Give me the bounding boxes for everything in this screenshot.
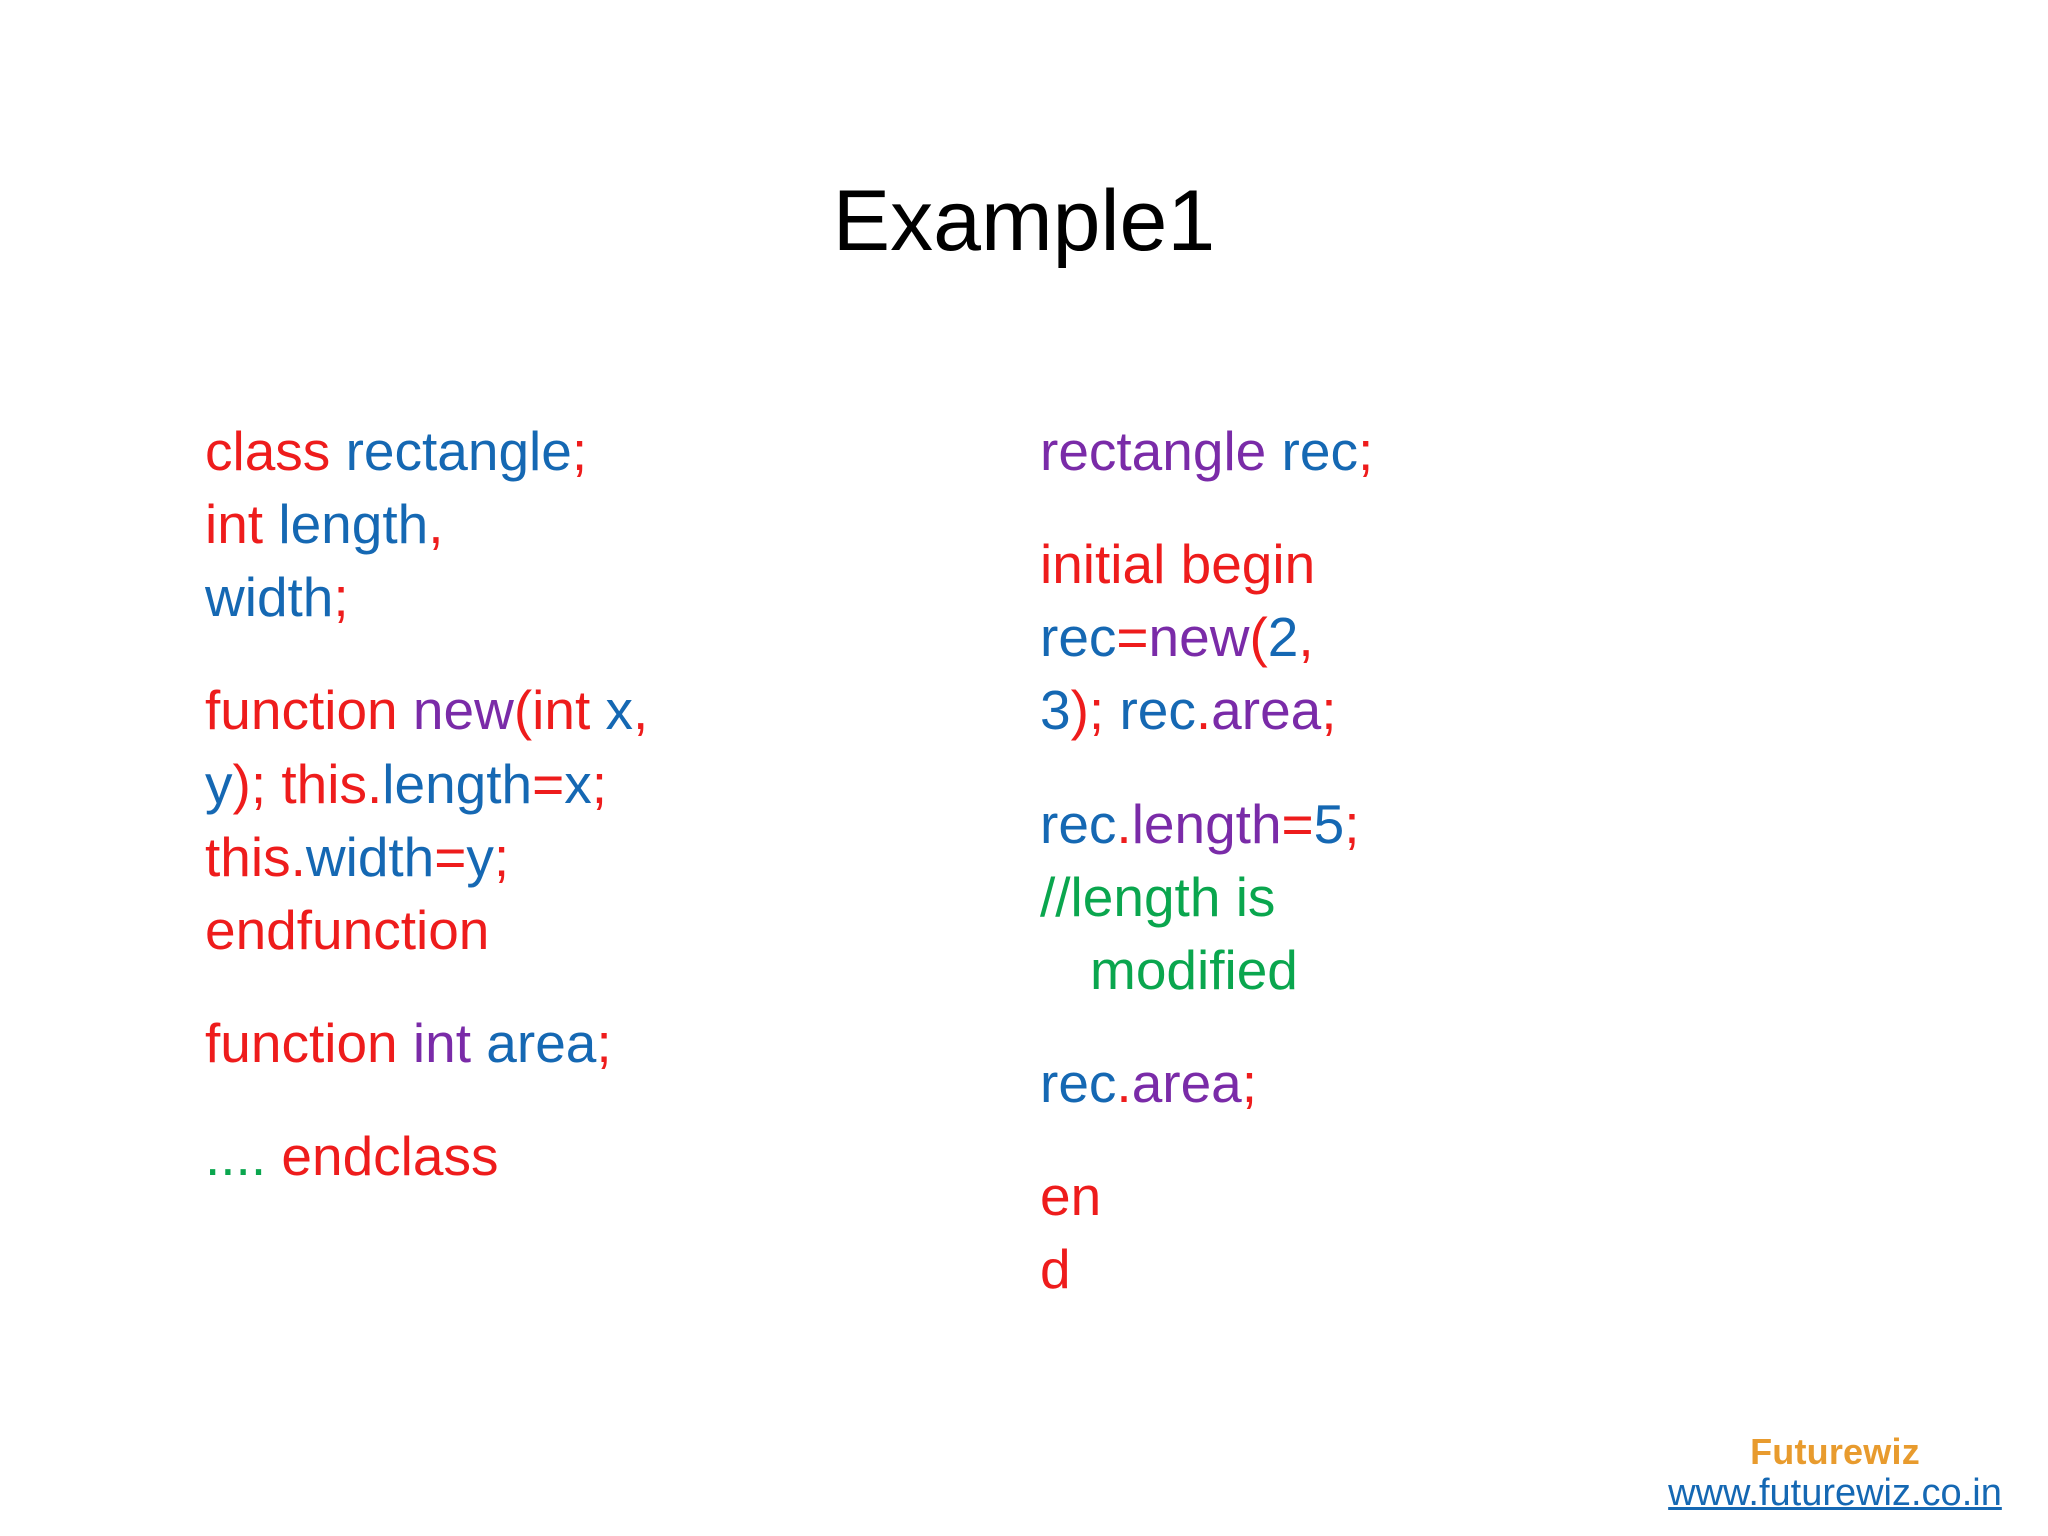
code-token: function [205, 1011, 413, 1074]
code-line: rec=new(2, [1040, 601, 1740, 674]
code-token: . [1195, 679, 1212, 742]
code-line: rec.area; [1040, 1047, 1740, 1120]
code-token: .... [205, 1125, 267, 1188]
code-token: function [205, 679, 413, 742]
code-line: en [1040, 1160, 1740, 1233]
code-token: d [1040, 1238, 1071, 1301]
code-token: ; [571, 420, 588, 482]
code-token: 5 [1313, 792, 1345, 855]
code-line: this.width=y; [205, 821, 925, 894]
code-token: y [205, 752, 233, 815]
code-token: . [1116, 1051, 1132, 1114]
code-token: area [1131, 1051, 1242, 1114]
code-token: ; [1241, 1051, 1258, 1114]
code-token: rectangle [1040, 420, 1282, 482]
code-line: .... endclass [205, 1120, 925, 1193]
code-line: initial begin [1040, 528, 1740, 601]
code-token: rectangle [345, 420, 572, 482]
code-token: new [1148, 606, 1250, 669]
code-token: ; [1344, 792, 1360, 855]
code-token: ; [493, 825, 510, 888]
code-token: ); [232, 752, 282, 815]
code-token: , [1298, 606, 1314, 669]
code-token: (int [513, 679, 606, 742]
code-token: new [412, 679, 514, 742]
code-token: , [633, 679, 649, 742]
code-line: function new(int x, [205, 674, 925, 747]
code-token: width [205, 566, 334, 629]
code-token: //length is [1040, 865, 1276, 928]
code-token: ; [1357, 420, 1374, 482]
code-token: area [1211, 679, 1322, 742]
code-token: 3 [1040, 679, 1071, 742]
code-line: width; [205, 561, 925, 634]
code-token: x [564, 752, 592, 815]
code-token: length [382, 752, 533, 815]
code-token: rec [1040, 1051, 1117, 1114]
code-token: class [205, 420, 346, 482]
code-line: int length, [205, 488, 925, 561]
code-token: width [305, 825, 435, 888]
code-token: rec [1119, 679, 1196, 742]
code-token: ; [1321, 679, 1337, 742]
code-token: endclass [266, 1125, 499, 1188]
brand-url-link[interactable]: www.futurewiz.co.in [1668, 1472, 2002, 1515]
code-token: x [605, 679, 634, 742]
code-token: length [1131, 792, 1282, 855]
code-line: class rectangle; [205, 415, 925, 488]
brand-name: Futurewiz [1750, 1431, 1920, 1472]
code-token: this. [281, 752, 383, 815]
code-token: area [486, 1011, 597, 1074]
footer-branding: Futurewiz www.futurewiz.co.in [1622, 1431, 2048, 1515]
code-token: ; [591, 752, 608, 815]
code-token: ); [1070, 679, 1120, 742]
code-line: endfunction [205, 894, 925, 967]
code-token: . [1116, 792, 1132, 855]
code-token: rec [1040, 606, 1117, 669]
code-line: rec.length=5; [1040, 788, 1740, 861]
code-token: length [278, 493, 429, 556]
code-token: ; [596, 1011, 612, 1074]
code-line: 3); rec.area; [1040, 674, 1740, 747]
code-line: //length is [1040, 861, 1740, 934]
code-token: = [434, 825, 467, 888]
code-token: rec [1281, 420, 1358, 482]
code-block-class-definition: class rectangle;int length,width;functio… [205, 415, 925, 1193]
code-token: rec [1040, 792, 1117, 855]
code-line: d [1040, 1233, 1740, 1306]
code-token: int [412, 1011, 487, 1074]
code-token: ; [333, 566, 349, 629]
code-token: this. [205, 825, 306, 888]
code-token: = [1116, 606, 1149, 669]
code-token: ( [1249, 606, 1268, 669]
code-token: = [1281, 792, 1314, 855]
code-token: initial begin [1040, 533, 1316, 596]
code-token: int [205, 493, 279, 556]
code-line: y); this.length=x; [205, 748, 925, 821]
code-token: endfunction [205, 898, 490, 961]
code-token: = [532, 752, 565, 815]
code-token: , [428, 493, 444, 556]
code-line: function int area; [205, 1007, 925, 1080]
code-token: modified [1090, 938, 1298, 1001]
code-token: en [1040, 1165, 1102, 1228]
code-token: 2 [1267, 606, 1299, 669]
code-token: y [466, 825, 494, 888]
code-line: modified [1040, 934, 1740, 1007]
code-line: rectangle rec; [1040, 415, 1740, 488]
page-title: Example1 [832, 173, 1216, 269]
